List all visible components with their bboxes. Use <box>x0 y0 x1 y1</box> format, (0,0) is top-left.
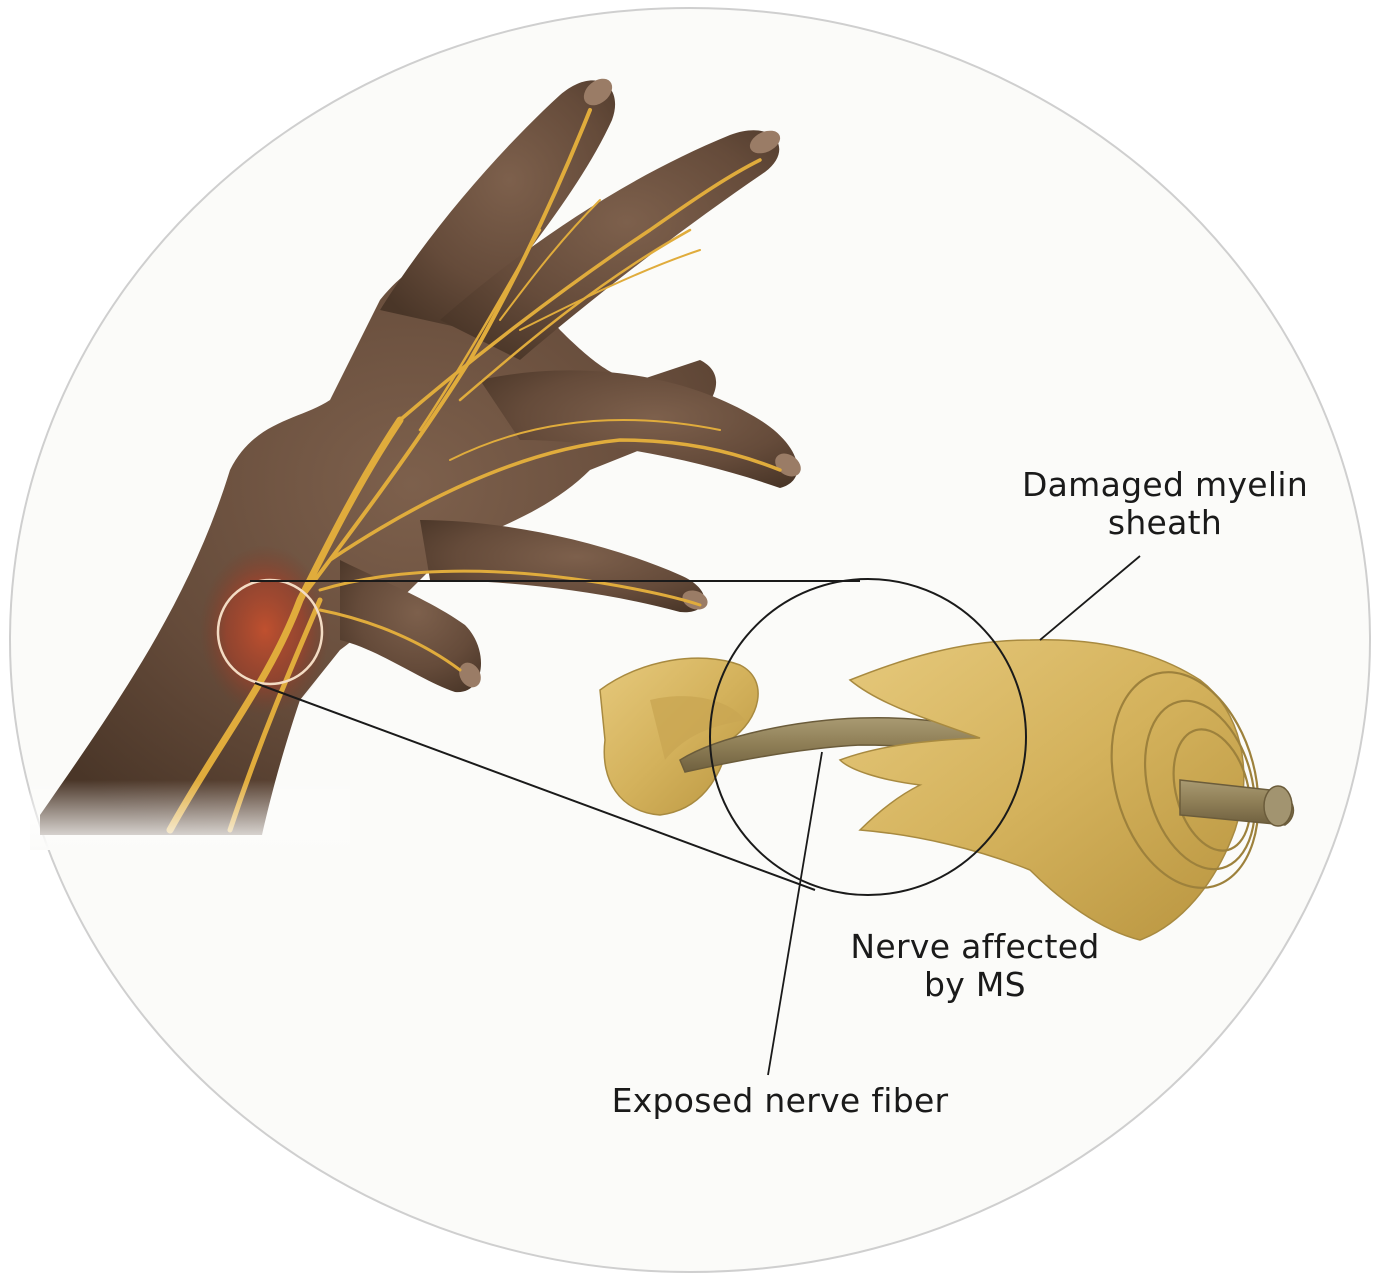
exposed-fiber-label: Exposed nerve fiber <box>560 1082 1000 1120</box>
damaged-myelin-line2: sheath <box>985 504 1345 542</box>
exposed-fiber-text: Exposed nerve fiber <box>560 1082 1000 1120</box>
damaged-myelin-label: Damaged myelin sheath <box>985 466 1345 542</box>
damaged-myelin-line1: Damaged myelin <box>985 466 1345 504</box>
nerve-affected-line1: Nerve affected <box>800 928 1150 966</box>
nerve-affected-line2: by MS <box>800 966 1150 1004</box>
inflammation-area <box>200 545 330 715</box>
nerve-affected-label: Nerve affected by MS <box>800 928 1150 1004</box>
